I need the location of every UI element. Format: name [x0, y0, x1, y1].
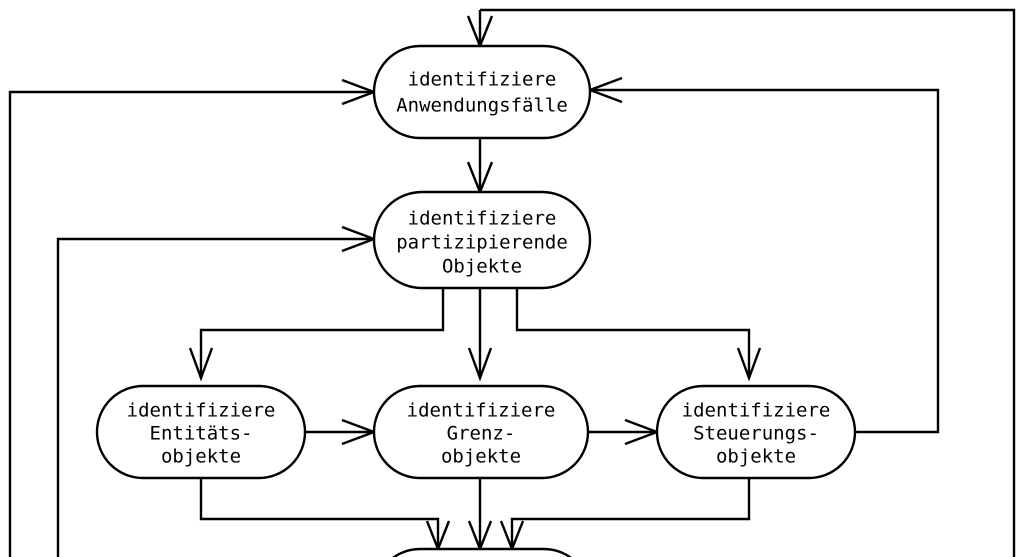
- edge-steuerungs-to-anwendungsfaelle: [592, 88, 940, 434]
- edge-steuerungs-to-bottom: [510, 464, 751, 549]
- node-bottom-clipped[interactable]: [374, 547, 590, 557]
- node-entitaetsobjekte-line2: Entitäts-: [150, 423, 253, 445]
- node-entitaetsobjekte-line3: objekte: [161, 446, 241, 468]
- node-steuerungsobjekte-line3: objekte: [716, 446, 796, 468]
- node-partizipierende-objekte-line3: Objekte: [442, 256, 522, 278]
- node-anwendungsfaelle[interactable]: identifiziere Anwendungsfälle: [372, 44, 592, 140]
- edge-partizipierende-to-entitaets: [199, 287, 445, 378]
- node-entitaetsobjekte-line1: identifiziere: [127, 400, 276, 422]
- node-steuerungsobjekte-line2: Steuerungs-: [693, 423, 819, 445]
- edge-outer-right-rail: [480, 8, 1016, 557]
- arrowhead-entitaets-top: [188, 347, 214, 382]
- arrowhead-grenz-top: [467, 347, 493, 382]
- node-steuerungsobjekte-line1: identifiziere: [682, 400, 831, 422]
- edge-left-outer-rail: [8, 90, 372, 557]
- node-entitaetsobjekte-shape: [95, 384, 307, 480]
- node-grenzobjekte-line2: Grenz-: [447, 423, 516, 445]
- node-entitaetsobjekte[interactable]: identifiziere Entitäts- objekte: [95, 384, 307, 480]
- node-anwendungsfaelle-line2: Anwendungsfälle: [396, 95, 568, 117]
- node-partizipierende-objekte[interactable]: identifiziere partizipierende Objekte: [372, 190, 592, 290]
- arrowhead-steuerungs-top: [736, 347, 762, 382]
- node-grenzobjekte[interactable]: identifiziere Grenz- objekte: [372, 384, 590, 480]
- edge-partizipierende-to-steuerungs: [515, 287, 751, 378]
- node-steuerungsobjekte[interactable]: identifiziere Steuerungs- objekte: [655, 384, 857, 480]
- node-bottom-clipped-shape: [392, 547, 572, 557]
- edges-layer: [8, 8, 1016, 557]
- nodes-layer: identifiziere Anwendungsfälle identifizi…: [95, 44, 857, 557]
- node-partizipierende-objekte-shape: [372, 190, 592, 290]
- node-partizipierende-objekte-line2: partizipierende: [396, 232, 568, 254]
- node-anwendungsfaelle-shape: [372, 44, 592, 140]
- edge-left-inner-rail: [56, 237, 372, 557]
- node-partizipierende-objekte-line1: identifiziere: [408, 208, 557, 230]
- node-grenzobjekte-line1: identifiziere: [407, 400, 556, 422]
- node-grenzobjekte-line3: objekte: [441, 446, 521, 468]
- node-anwendungsfaelle-line1: identifiziere: [408, 69, 557, 91]
- edge-entitaets-to-bottom: [199, 464, 440, 549]
- node-grenzobjekte-shape: [372, 384, 590, 480]
- node-steuerungsobjekte-shape: [655, 384, 857, 480]
